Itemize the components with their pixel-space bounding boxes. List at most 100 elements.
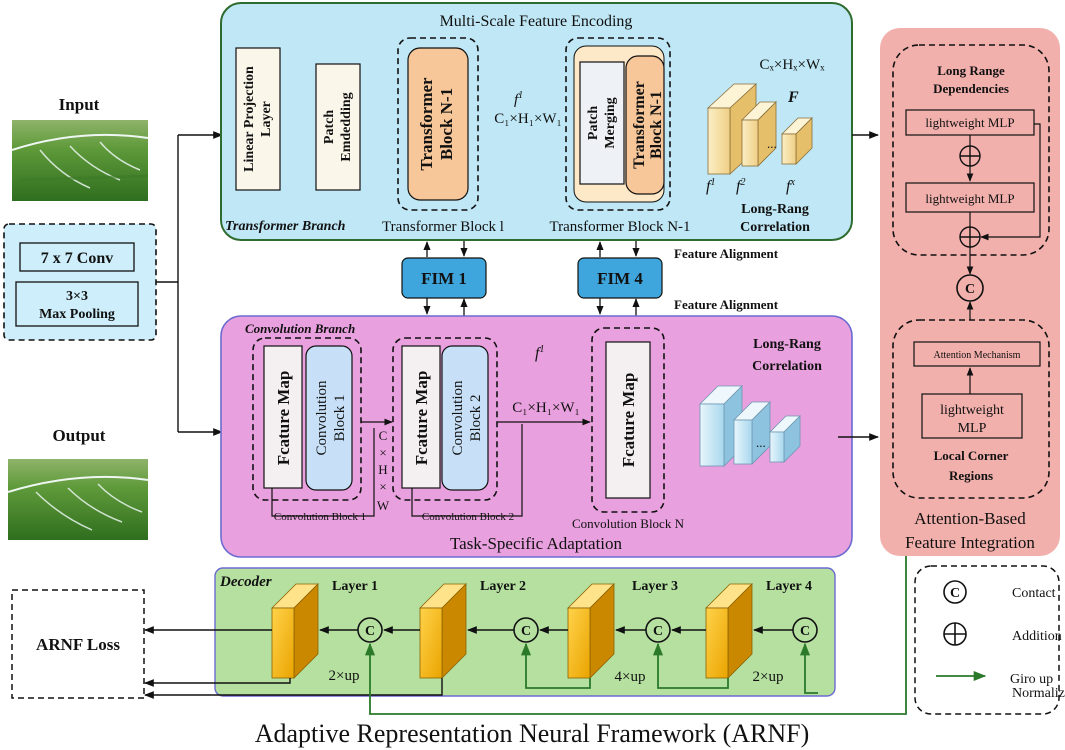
legend-contact: Contact [1012, 586, 1056, 601]
fim-connectors [423, 241, 640, 316]
svg-text:Convolution: Convolution [450, 380, 466, 456]
input-photo [11, 120, 149, 201]
encoding-corr-line1: Long-Rang [741, 202, 809, 217]
decoder-layer-2 [419, 583, 467, 679]
conv-block-1: Convolution Block 1 [305, 345, 353, 491]
task-specific-caption: Task-Specific Adaptation [450, 534, 623, 553]
conv-block-2-caption: Convolution Block 2 [422, 511, 514, 523]
mlp-b-label: lightweight MLP [925, 191, 1014, 206]
svg-text:FIM 4: FIM 4 [597, 269, 643, 288]
up-label-2: 4×up [615, 669, 646, 685]
output-label: Output [53, 426, 106, 445]
decoder-label: Decoder [219, 574, 272, 590]
transformer-block-1: Transformer Block N-1 [407, 47, 469, 201]
encoding-corr-line2: Correlation [740, 220, 810, 235]
up-label-1: 2×up [329, 668, 360, 684]
conv-7x7-label: 7 x 7 Conv [41, 250, 113, 267]
conv-corr-line1: Long-Rang [753, 337, 821, 352]
max-pooling-box [15, 281, 139, 327]
svg-text:Block N-1: Block N-1 [648, 91, 665, 159]
arnf-loss-box [11, 589, 145, 699]
mlp-b [905, 182, 1035, 213]
mlp-a-label: lightweight MLP [925, 115, 1014, 130]
conv-corr-line2: Correlation [752, 359, 822, 374]
layer-2-label: Layer 2 [480, 579, 526, 594]
conv-block-1-skip [271, 428, 375, 517]
conv-block-2: Convolution Block 2 [441, 345, 489, 491]
svg-text:C: C [653, 624, 663, 639]
layer-1-label: Layer 1 [332, 579, 378, 594]
encoding-title: Multi-Scale Feature Encoding [440, 13, 633, 30]
decoder-concat-1: C [357, 617, 383, 643]
conv-block-1-caption: Convolution Block 1 [274, 511, 366, 523]
transformer-block-1-outline [397, 37, 479, 211]
feature-alignment-bottom: Feature Alignment [674, 297, 779, 312]
input-label: Input [59, 95, 100, 114]
conv-block-2-skip [411, 424, 523, 517]
addition-symbol-1 [959, 145, 981, 167]
encoding-f1: f1 [514, 90, 523, 108]
attention-caption-line2: Feature Integration [905, 533, 1035, 552]
svg-text:Patch: Patch [586, 106, 601, 140]
up-label-3: 2×up [753, 669, 784, 685]
encoding-panel [220, 2, 853, 241]
max-pooling-line1: 3×3 [66, 289, 88, 304]
svg-text:×: × [379, 479, 386, 494]
conv-block-n-caption: Convolution Block N [572, 516, 685, 531]
svg-text:W: W [377, 498, 390, 513]
conv-block-2-outline [392, 337, 498, 501]
vertical-dims: C × H × W [377, 428, 390, 513]
svg-text:Linear Projection: Linear Projection [242, 66, 257, 172]
long-range-line1: Long Range [937, 63, 1005, 78]
svg-text:C: C [379, 428, 388, 443]
svg-text:Fcature Map: Fcature Map [412, 371, 431, 466]
feature-alignment-top: Feature Alignment [674, 246, 779, 261]
addition-symbol-2 [959, 226, 981, 248]
encoding-f1-label: f1 [706, 177, 715, 195]
transformer-block-n-outline [565, 37, 671, 211]
output-photo [7, 459, 149, 540]
decoder-green-skips [364, 556, 907, 715]
svg-text:C: C [965, 282, 975, 297]
conv-7x7-box [19, 242, 135, 272]
local-corner-outline [892, 319, 1050, 499]
fim-1: FIM 1 [401, 257, 487, 299]
mlp-c-line1: lightweight [940, 403, 1004, 418]
arnf-loss-label: ARNF Loss [36, 635, 120, 654]
encoding-cube-dots: ... [767, 136, 777, 151]
conv-block-n-feature-map: Fcature Map [605, 341, 651, 499]
legend-addition: Addition [1012, 629, 1062, 644]
patch-merging: Patch Merging [579, 61, 625, 185]
convolution-branch-label: Convolution Branch [245, 321, 355, 336]
max-pooling-line2: Max Pooling [39, 307, 115, 322]
decoder-layer-1 [271, 583, 319, 679]
svg-text:Layer: Layer [259, 101, 274, 137]
decoder-concat-3: C [645, 617, 671, 643]
legend-addition-icon [943, 622, 967, 646]
svg-text:Block 2: Block 2 [468, 394, 484, 441]
local-corner-line1: Local Corner [934, 448, 1009, 463]
conv-f1: f1 [535, 344, 544, 362]
svg-text:C: C [365, 624, 375, 639]
decoder-concat-4: C [792, 617, 818, 643]
fim-4: FIM 4 [577, 257, 663, 299]
svg-text:Transformer: Transformer [631, 81, 648, 169]
encoding-F: F [787, 89, 799, 106]
decoder-concat-2: C [513, 617, 539, 643]
conv-block-2-feature-map: Fcature Map [401, 345, 441, 489]
mlp-c [921, 393, 1023, 439]
patch-embedding: Patch Emdedding [315, 63, 361, 191]
local-corner-line2: Regions [949, 468, 993, 483]
svg-text:Transformer: Transformer [417, 77, 436, 171]
decoder-layer-3 [567, 583, 615, 679]
legend-giro-line2: Normalization [1012, 686, 1065, 701]
transformer-branch-label: Transformer Branch [225, 219, 346, 234]
attention-mechanism-label: Attention Mechanism [934, 350, 1021, 361]
input-connectors [156, 131, 223, 436]
input-block: 7 x 7 Conv 3×3 Max Pooling [3, 223, 157, 341]
attention-concat-icon: C [956, 274, 984, 302]
svg-text:Patch: Patch [322, 110, 337, 144]
diagram-title: Adaptive Representation Neural Framework… [255, 719, 810, 748]
svg-text:Fcature Map: Fcature Map [274, 371, 293, 466]
svg-text:Block 1: Block 1 [332, 394, 348, 441]
